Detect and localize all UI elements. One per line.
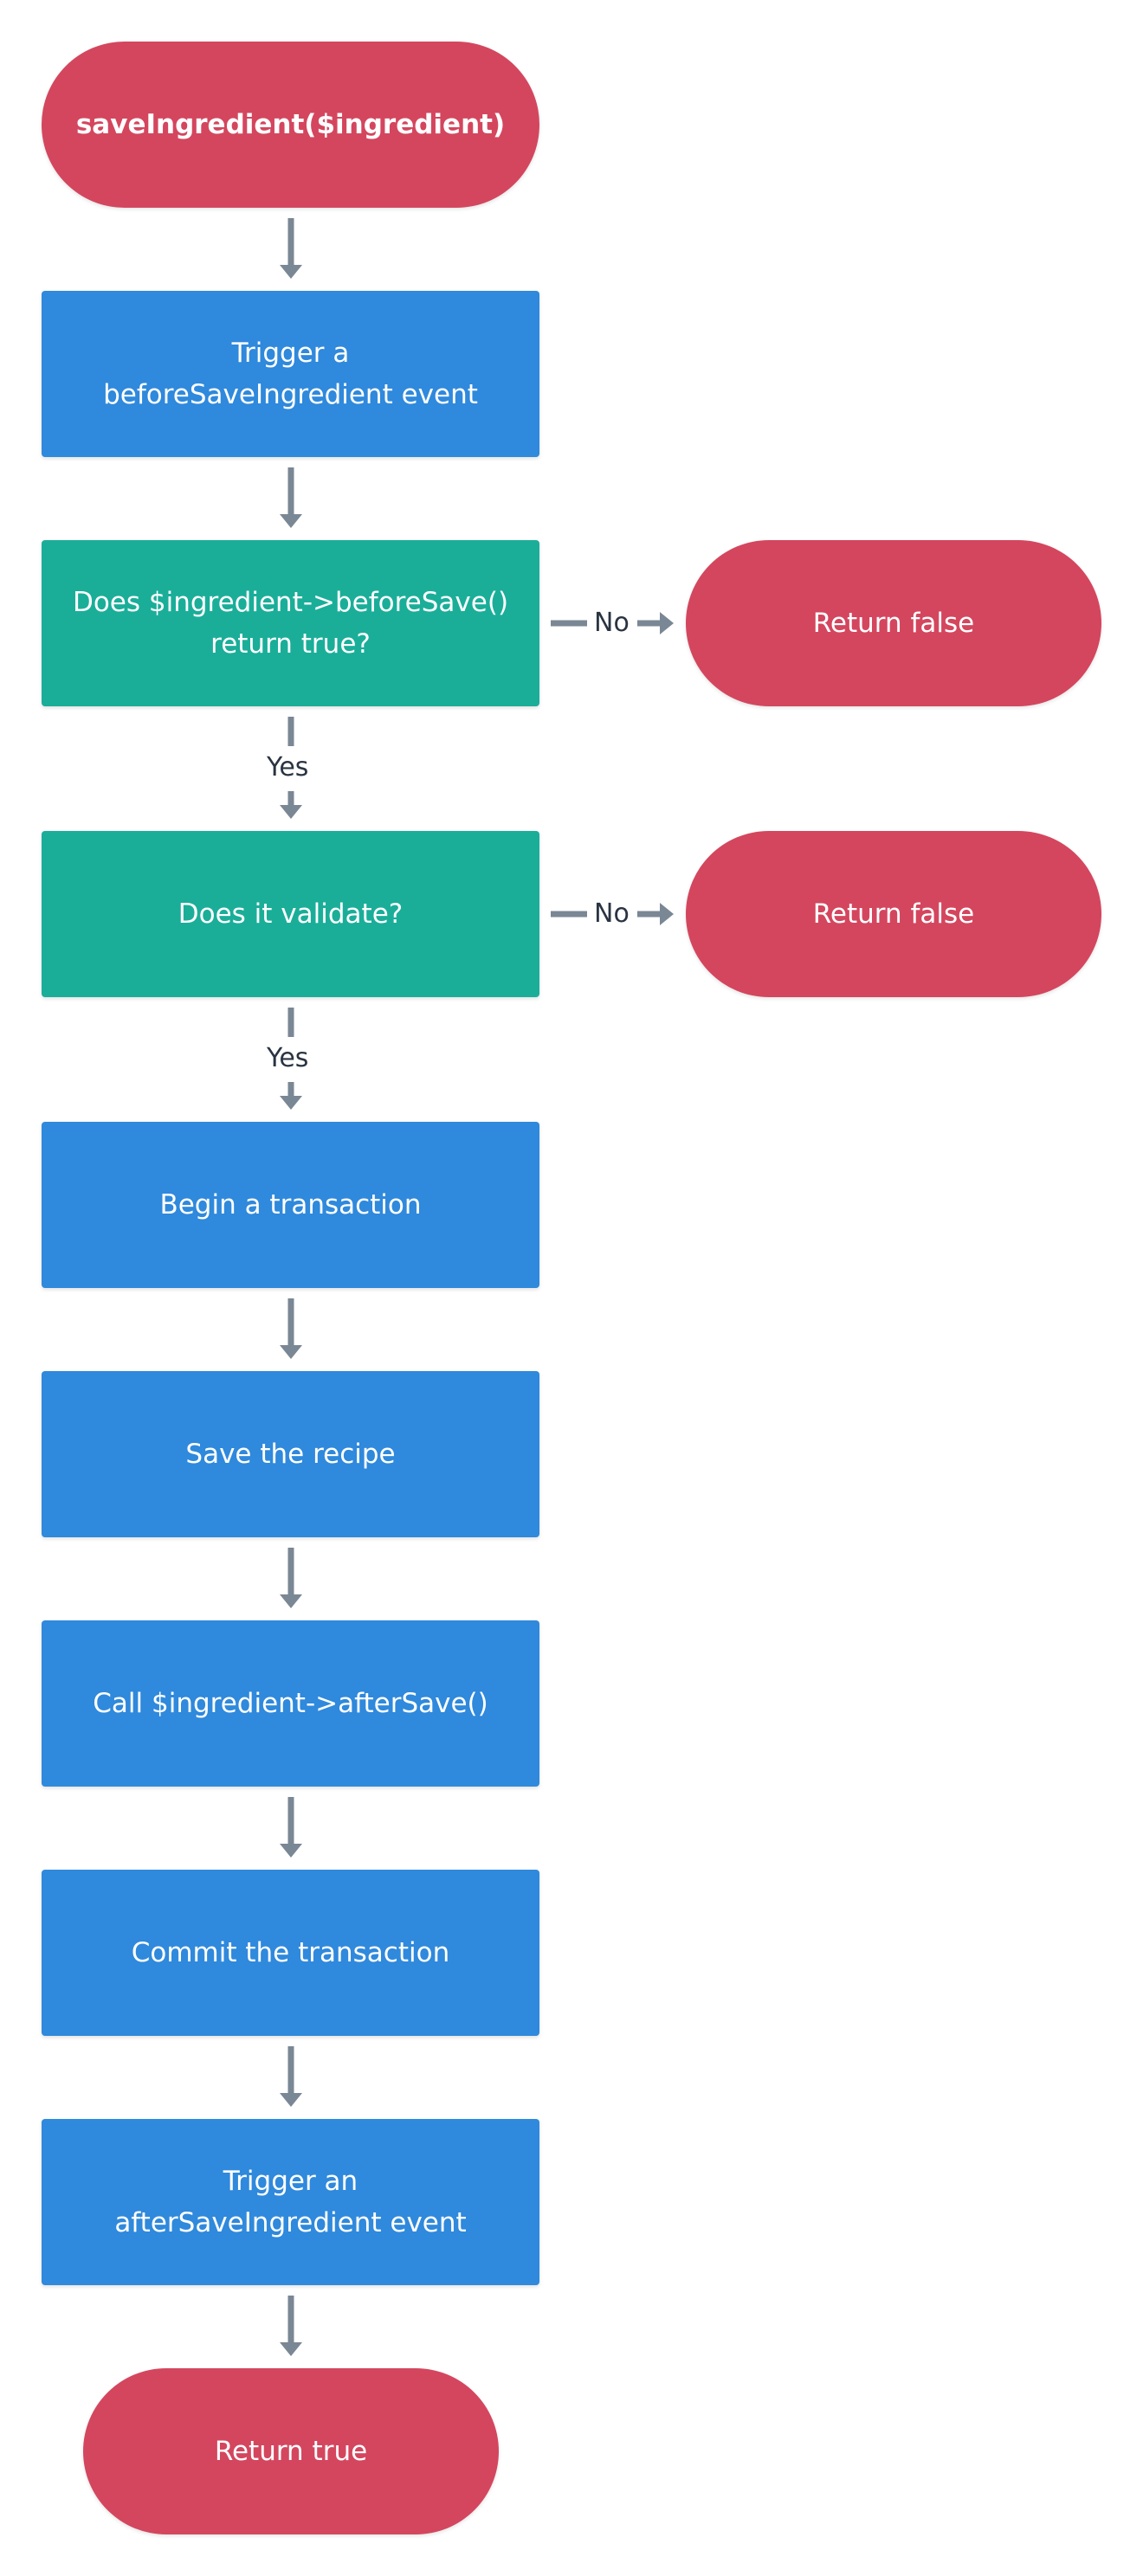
arrow-start-to-trigger — [280, 218, 302, 279]
arrow-no-2-to-return-false-head — [660, 903, 674, 925]
trigger-before-line-2: beforeSaveIngredient event — [103, 379, 478, 410]
arrow-begin-to-save — [280, 1298, 302, 1359]
trigger-after-save-process: Trigger an afterSaveIngredient event — [42, 2119, 539, 2285]
before-save-decision-line-2: return true? — [210, 628, 371, 660]
arrow-no-2-to-return-false — [637, 903, 674, 925]
arrow-no-1-to-return-false-head — [660, 612, 674, 634]
call-after-save-process: Call $ingredient->afterSave() — [42, 1620, 539, 1787]
trigger-before-save-process: Trigger a beforeSaveIngredient event — [42, 291, 539, 457]
arrow-call-to-commit — [280, 1797, 302, 1858]
trigger-after-line-2: afterSaveIngredient event — [114, 2207, 467, 2238]
arrow-yes-2-to-begin — [280, 1082, 302, 1110]
arrow-commit-to-trigger-after-head — [280, 2093, 302, 2107]
call-after-save-label: Call $ingredient->afterSave() — [93, 1687, 488, 1719]
edge-label-yes-2: Yes — [263, 1046, 313, 1072]
start-terminal: saveIngredient($ingredient) — [42, 42, 539, 208]
arrow-call-to-commit-head — [280, 1844, 302, 1858]
commit-transaction-label: Commit the transaction — [131, 1936, 450, 1968]
arrow-yes-1-to-validate — [280, 791, 302, 819]
commit-transaction-process: Commit the transaction — [42, 1870, 539, 2036]
arrow-yes-2-to-begin-head — [280, 1096, 302, 1110]
edge-label-yes-1: Yes — [263, 755, 313, 781]
save-recipe-label: Save the recipe — [185, 1438, 396, 1470]
validate-decision-label: Does it validate? — [178, 898, 404, 930]
before-save-decision-line-1: Does $ingredient->beforeSave() — [72, 586, 509, 618]
return-false-terminal-2: Return false — [686, 831, 1101, 997]
end-terminal: Return true — [83, 2368, 499, 2534]
arrow-begin-to-save-head — [280, 1345, 302, 1359]
end-label: Return true — [214, 2435, 368, 2467]
edge-label-no-2: No — [591, 901, 633, 927]
return-false-label-1: Return false — [812, 607, 975, 639]
save-recipe-process: Save the recipe — [42, 1371, 539, 1537]
arrow-start-to-trigger-head — [280, 265, 302, 279]
arrow-trigger-to-decision-head — [280, 514, 302, 528]
before-save-decision: Does $ingredient->beforeSave() return tr… — [42, 540, 539, 706]
trigger-after-line-1: Trigger an — [223, 2165, 358, 2197]
arrow-trigger-after-to-end — [280, 2296, 302, 2356]
trigger-before-line-1: Trigger a — [231, 337, 350, 369]
begin-transaction-process: Begin a transaction — [42, 1122, 539, 1288]
arrow-trigger-to-decision — [280, 467, 302, 528]
start-label: saveIngredient($ingredient) — [75, 108, 506, 140]
return-false-terminal-1: Return false — [686, 540, 1101, 706]
validate-decision: Does it validate? — [42, 831, 539, 997]
arrow-yes-1-to-validate-head — [280, 805, 302, 819]
return-false-label-2: Return false — [812, 898, 975, 930]
edge-label-no-1: No — [591, 610, 633, 636]
arrow-trigger-after-to-end-head — [280, 2342, 302, 2356]
begin-transaction-label: Begin a transaction — [159, 1188, 422, 1220]
arrow-save-to-call — [280, 1548, 302, 1608]
arrow-commit-to-trigger-after — [280, 2046, 302, 2107]
arrow-save-to-call-head — [280, 1594, 302, 1608]
arrow-no-1-to-return-false — [637, 612, 674, 634]
